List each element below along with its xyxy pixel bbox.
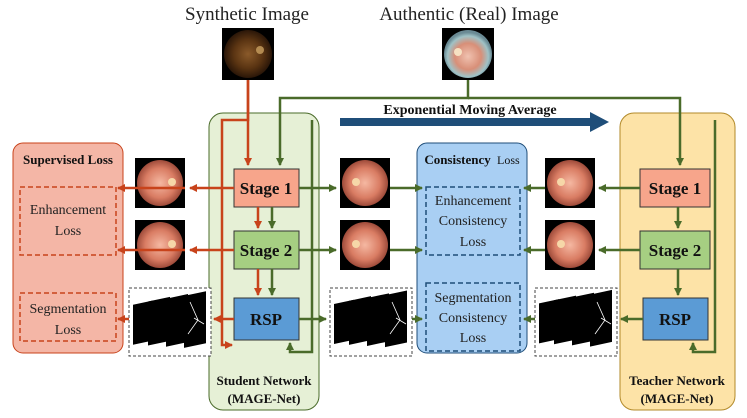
student-rsp-box: [233, 297, 300, 341]
segmentation-consistency-box: [425, 282, 521, 352]
enh-consistency-line2: Consistency: [439, 214, 507, 229]
synthetic-flow-arrows: [117, 80, 262, 349]
seg-consistency-line1: Segmentation: [435, 291, 512, 306]
enhancement-loss-box: [19, 186, 117, 256]
enh-consistency-line3: Loss: [460, 235, 486, 250]
student-stage1-box: [233, 168, 300, 208]
student-stage2-label: Stage 2: [240, 241, 292, 260]
segmentation-loss-line2: Loss: [55, 323, 81, 338]
supervised-loss-title: Supervised Loss: [23, 152, 113, 167]
svg-text:Consistency Loss: Consistency Loss: [424, 152, 520, 167]
teacher-rsp-label: RSP: [659, 310, 691, 329]
teacher-stage2-label: Stage 2: [649, 241, 701, 260]
teacher-stage1-label: Stage 1: [649, 179, 701, 198]
student-network-line1: Student Network: [217, 373, 313, 388]
enhancement-consistency-box: [425, 186, 521, 256]
synthetic-input-image: [222, 28, 274, 80]
teacher-stage2-output-image: [545, 220, 595, 270]
enhancement-loss-line1: Enhancement: [30, 203, 106, 218]
student-segmentation-stack: [128, 287, 212, 357]
authentic-input-image: [442, 28, 494, 80]
supervised-loss-panel: [12, 142, 124, 354]
teacher-rsp-box: [642, 297, 709, 341]
enh-consistency-line1: Enhancement: [435, 194, 511, 209]
seg-consistency-line2: Consistency: [439, 311, 507, 326]
teacher-stage1-box: [639, 168, 711, 208]
teacher-segmentation-stack: [534, 287, 618, 357]
ema-arrow: [340, 112, 609, 132]
teacher-network-line1: Teacher Network: [629, 373, 725, 388]
student-rsp-label: RSP: [250, 310, 282, 329]
student-stage2-real-output-image: [340, 220, 390, 270]
teacher-stage1-output-image: [545, 158, 595, 208]
consistency-loss-title: Consistency: [424, 152, 491, 167]
student-network-line2: (MAGE-Net): [228, 391, 301, 406]
student-stage1-real-output-image: [340, 158, 390, 208]
seg-consistency-line3: Loss: [460, 331, 486, 346]
segmentation-loss-box: [19, 292, 117, 342]
consistency-loss-title-suffix: Loss: [497, 153, 520, 167]
synthetic-image-label: Synthetic Image: [185, 4, 309, 25]
svg-text:Supervised Loss: Supervised Loss: [23, 152, 113, 167]
ema-label: Exponential Moving Average: [383, 103, 556, 118]
teacher-network-line2: (MAGE-Net): [641, 391, 714, 406]
segmentation-loss-line1: Segmentation: [30, 302, 107, 317]
real-flow-arrows: [268, 80, 717, 354]
student-stage1-output-image: [135, 158, 185, 208]
student-stage2-output-image: [135, 220, 185, 270]
enhancement-loss-line2: Loss: [55, 224, 81, 239]
student-stage2-box: [233, 230, 300, 270]
student-real-segmentation-stack: [329, 287, 413, 357]
authentic-image-label: Authentic (Real) Image: [379, 4, 558, 25]
student-stage1-label: Stage 1: [240, 179, 292, 198]
